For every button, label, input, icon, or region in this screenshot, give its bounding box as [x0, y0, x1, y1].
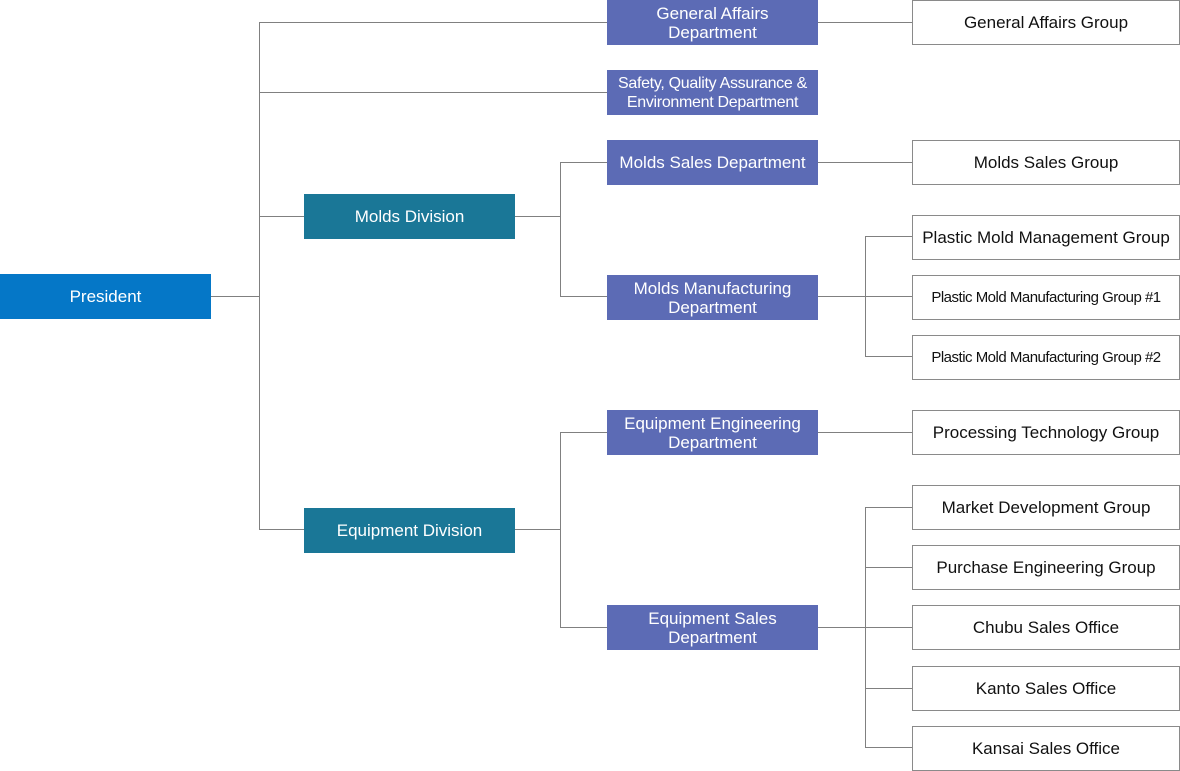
general-affairs-department-label: General Affairs Department	[656, 3, 769, 42]
plastic-mold-manufacturing-group-1-label: Plastic Mold Manufacturing Group #1	[931, 289, 1161, 306]
general-affairs-group-node: General Affairs Group	[912, 0, 1180, 45]
plastic-mold-manufacturing-group-1-node: Plastic Mold Manufacturing Group #1	[912, 275, 1180, 320]
molds-manufacturing-department-node: Molds Manufacturing Department	[607, 275, 818, 320]
purchase-engineering-group-label: Purchase Engineering Group	[936, 558, 1156, 577]
molds-sales-group-label: Molds Sales Group	[973, 153, 1119, 172]
general-affairs-group-label: General Affairs Group	[963, 13, 1129, 32]
processing-technology-group-label: Processing Technology Group	[932, 423, 1160, 442]
equipment-sales-department-node: Equipment Sales Department	[607, 605, 818, 650]
president-label: President	[69, 287, 142, 306]
molds-manufacturing-department-label: Molds Manufacturing Department	[633, 278, 792, 317]
purchase-engineering-group-node: Purchase Engineering Group	[912, 545, 1180, 590]
equipment-sales-department-label: Equipment Sales Department	[648, 608, 777, 647]
molds-sales-department-node: Molds Sales Department	[607, 140, 818, 185]
chubu-sales-office-node: Chubu Sales Office	[912, 605, 1180, 650]
plastic-mold-manufacturing-group-2-label: Plastic Mold Manufacturing Group #2	[931, 349, 1161, 366]
processing-technology-group-node: Processing Technology Group	[912, 410, 1180, 455]
kansai-sales-office-label: Kansai Sales Office	[971, 739, 1121, 758]
kansai-sales-office-node: Kansai Sales Office	[912, 726, 1180, 771]
chubu-sales-office-label: Chubu Sales Office	[972, 618, 1120, 637]
molds-sales-group-node: Molds Sales Group	[912, 140, 1180, 185]
equipment-division-label: Equipment Division	[336, 521, 483, 540]
market-development-group-label: Market Development Group	[941, 498, 1151, 517]
plastic-mold-management-group-node: Plastic Mold Management Group	[912, 215, 1180, 260]
molds-division-label: Molds Division	[354, 207, 465, 226]
kanto-sales-office-node: Kanto Sales Office	[912, 666, 1180, 711]
equipment-division-node: Equipment Division	[304, 508, 515, 553]
plastic-mold-manufacturing-group-2-node: Plastic Mold Manufacturing Group #2	[912, 335, 1180, 380]
molds-sales-department-label: Molds Sales Department	[619, 153, 806, 172]
safety-quality-environment-department-node: Safety, Quality Assurance & Environment …	[607, 70, 818, 115]
market-development-group-node: Market Development Group	[912, 485, 1180, 530]
safety-quality-environment-department-label: Safety, Quality Assurance & Environment …	[617, 74, 808, 111]
president-node: President	[0, 274, 211, 319]
plastic-mold-management-group-label: Plastic Mold Management Group	[922, 228, 1170, 247]
equipment-engineering-department-node: Equipment Engineering Department	[607, 410, 818, 455]
general-affairs-department-node: General Affairs Department	[607, 0, 818, 45]
equipment-engineering-department-label: Equipment Engineering Department	[624, 413, 801, 452]
kanto-sales-office-label: Kanto Sales Office	[975, 679, 1117, 698]
molds-division-node: Molds Division	[304, 194, 515, 239]
